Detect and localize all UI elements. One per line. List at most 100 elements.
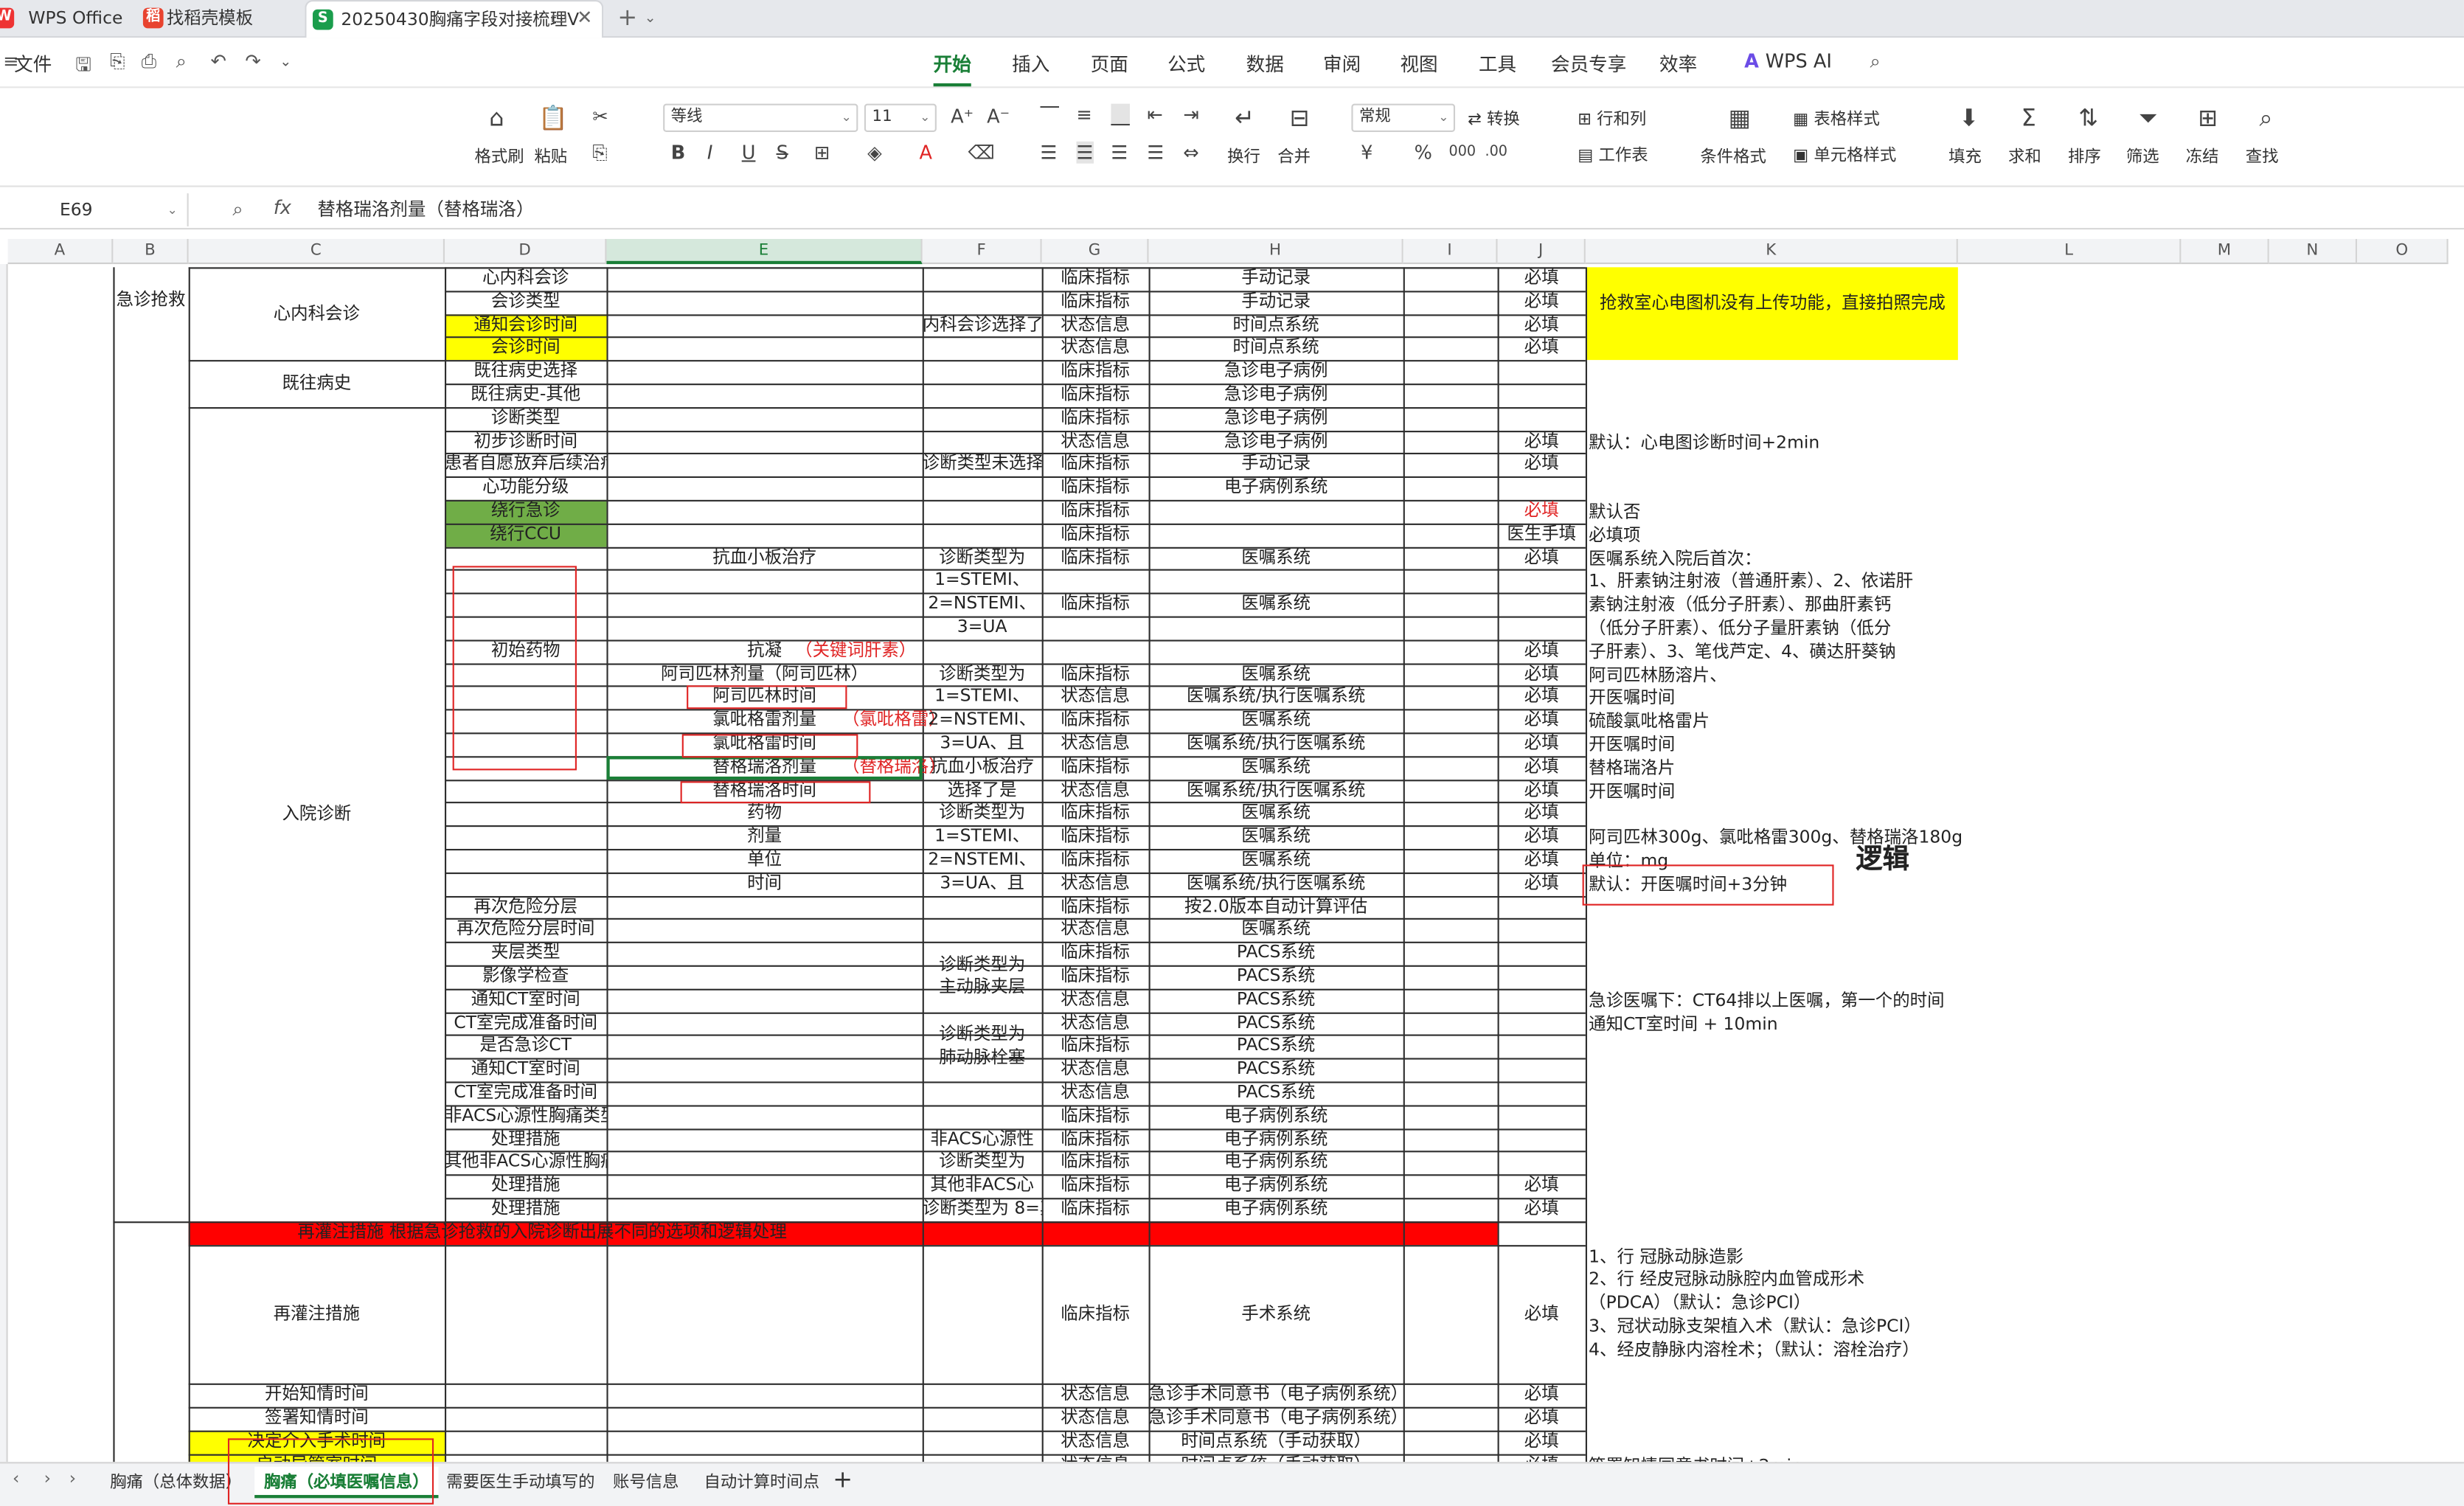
column-header-h[interactable]: H	[1148, 238, 1403, 265]
thousands-icon[interactable]: 000	[1448, 145, 1476, 161]
export-icon[interactable]: ⎘	[110, 50, 125, 73]
file-menu[interactable]: 文件	[14, 53, 52, 76]
column-header-g[interactable]: G	[1041, 238, 1149, 265]
menu-member[interactable]: 会员专享	[1551, 53, 1627, 76]
add-sheet-icon[interactable]: +	[833, 1465, 853, 1493]
column-header-l[interactable]: L	[1957, 238, 2182, 265]
merge-button[interactable]: 合并	[1277, 148, 1311, 167]
menu-icon[interactable]: ≡	[3, 50, 19, 73]
menu-review[interactable]: 审阅	[1323, 53, 1361, 76]
tab-spreadsheet[interactable]: S 20250430胸痛字段对接梳理V	[305, 0, 604, 38]
table-style-button[interactable]: ▦ 表格样式	[1793, 110, 1880, 129]
name-box[interactable]: E69⌄	[0, 193, 189, 226]
copy-icon[interactable]: ⎘	[592, 141, 608, 164]
bold-icon[interactable]: B	[670, 141, 686, 164]
decrease-font-icon[interactable]: A⁻	[987, 105, 1010, 128]
sort-button[interactable]: 排序	[2068, 148, 2101, 167]
cell-style-button[interactable]: ▣ 单元格样式	[1793, 146, 1897, 165]
fill-color-icon[interactable]: ◈	[867, 141, 882, 164]
menu-efficiency[interactable]: 效率	[1659, 53, 1698, 76]
menu-formula[interactable]: 公式	[1167, 53, 1206, 76]
align-bottom-icon[interactable]: ⎽	[1111, 103, 1131, 126]
align-top-icon[interactable]: ⎺	[1040, 103, 1060, 126]
menu-home[interactable]: 开始	[933, 50, 971, 87]
search-icon[interactable]: ⌕	[1870, 50, 1881, 73]
format-painter-button[interactable]: 格式刷	[474, 148, 524, 167]
justify-icon[interactable]: ☰	[1147, 141, 1165, 164]
sheet-tab-manual[interactable]: 需要医生手动填写的	[446, 1473, 595, 1492]
indent-increase-icon[interactable]: ⇥	[1183, 103, 1199, 126]
first-sheet-icon[interactable]: ‹	[13, 1468, 20, 1489]
wps-ai-button[interactable]: A WPS AI	[1744, 50, 1832, 73]
undo-icon[interactable]: ↶	[210, 50, 226, 73]
tab-templates[interactable]: 稻 找稻壳模板	[139, 0, 293, 38]
sum-button[interactable]: 求和	[2008, 148, 2041, 167]
clear-format-icon[interactable]: ⌫	[968, 141, 995, 164]
column-header-m[interactable]: M	[2181, 238, 2269, 265]
filter-button[interactable]: 筛选	[2125, 148, 2159, 167]
menu-page[interactable]: 页面	[1090, 53, 1128, 76]
border-icon[interactable]: ⊞	[813, 141, 830, 164]
print-icon[interactable]: ⎙	[141, 50, 157, 73]
italic-icon[interactable]: I	[707, 141, 713, 164]
align-left-icon[interactable]: ☰	[1040, 141, 1058, 164]
sheet-tab-overall[interactable]: 胸痛（总体数据）	[110, 1473, 243, 1492]
menu-tools[interactable]: 工具	[1478, 53, 1517, 76]
window-icon[interactable]: ▭	[549, 6, 568, 29]
convert-button[interactable]: ⇄ 转换	[1468, 110, 1520, 129]
paste-button[interactable]: 粘贴	[534, 148, 568, 167]
zoom-search-icon[interactable]: ⌕	[232, 198, 243, 221]
cut-icon[interactable]: ✂	[592, 105, 608, 128]
fill-button[interactable]: 填充	[1948, 148, 1982, 167]
sheet-tab-accounts[interactable]: 账号信息	[612, 1473, 679, 1492]
quick-access-chevron-icon[interactable]: ⌄	[280, 55, 292, 71]
column-header-b[interactable]: B	[113, 238, 189, 265]
column-header-f[interactable]: F	[922, 238, 1042, 265]
menu-insert[interactable]: 插入	[1012, 53, 1050, 76]
strikethrough-icon[interactable]: S̶	[776, 141, 788, 164]
wrap-text-button[interactable]: 换行	[1227, 148, 1260, 167]
find-button[interactable]: 查找	[2245, 148, 2279, 167]
number-format-select[interactable]: 常规⌄	[1351, 103, 1456, 133]
conditional-format-button[interactable]: 条件格式	[1700, 148, 1766, 167]
menu-data[interactable]: 数据	[1246, 53, 1284, 76]
align-center-icon[interactable]: ☰	[1076, 141, 1094, 164]
align-right-icon[interactable]: ☰	[1111, 141, 1128, 164]
decimal-icon[interactable]: .00	[1485, 145, 1508, 161]
align-middle-icon[interactable]: ≡	[1076, 103, 1092, 126]
menu-view[interactable]: 视图	[1400, 53, 1438, 76]
last-sheet-icon[interactable]: ›	[44, 1468, 52, 1489]
underline-icon[interactable]: U	[741, 141, 756, 164]
column-header-i[interactable]: I	[1403, 238, 1498, 265]
distributed-icon[interactable]: ⇔	[1183, 141, 1199, 164]
print-preview-icon[interactable]: ⌕	[176, 50, 187, 73]
close-tab-icon[interactable]: ✕	[576, 6, 593, 29]
font-size-select[interactable]: 11⌄	[864, 103, 937, 133]
tab-wps-office[interactable]: W WPS Office	[0, 0, 122, 38]
tab-menu-chevron-icon[interactable]: ⌄	[644, 10, 656, 27]
column-header-a[interactable]: A	[7, 238, 114, 265]
column-header-j[interactable]: J	[1497, 238, 1586, 265]
column-header-n[interactable]: N	[2269, 238, 2358, 265]
worksheet-button[interactable]: ▤ 工作表	[1578, 146, 1648, 165]
font-color-icon[interactable]: A	[919, 141, 932, 164]
rows-cols-button[interactable]: ⊞ 行和列	[1578, 110, 1647, 129]
fx-icon[interactable]: fx	[273, 196, 291, 219]
redo-icon[interactable]: ↷	[245, 50, 261, 73]
column-header-k[interactable]: K	[1585, 238, 1958, 265]
currency-icon[interactable]: ¥	[1361, 141, 1373, 164]
indent-decrease-icon[interactable]: ⇤	[1147, 103, 1163, 126]
percent-icon[interactable]: %	[1414, 141, 1432, 164]
column-header-e[interactable]: E	[606, 238, 923, 265]
save-icon[interactable]: 🖫	[75, 53, 92, 76]
sheet-tab-required-orders[interactable]: 胸痛（必填医嘱信息）	[254, 1466, 439, 1499]
new-tab-icon[interactable]: +	[617, 3, 638, 32]
font-name-select[interactable]: 等线⌄	[663, 103, 858, 133]
sheet-tab-auto-time[interactable]: 自动计算时间点	[704, 1473, 820, 1492]
freeze-button[interactable]: 冻结	[2185, 148, 2219, 167]
column-header-c[interactable]: C	[188, 238, 445, 265]
column-header-d[interactable]: D	[444, 238, 607, 265]
column-header-o[interactable]: O	[2357, 238, 2449, 265]
next-sheet-icon[interactable]: ›	[69, 1468, 77, 1489]
